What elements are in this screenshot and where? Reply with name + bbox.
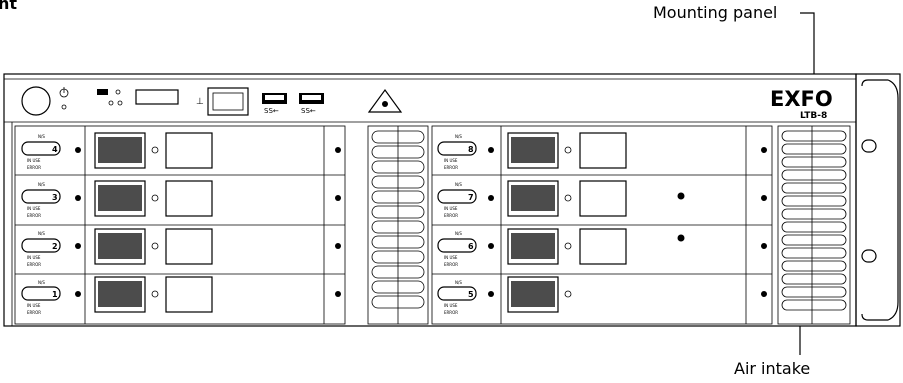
module-window <box>579 180 627 217</box>
led-label-in-use: IN USE <box>27 158 41 163</box>
led-label-error: ERROR <box>444 165 458 170</box>
ethernet-port[interactable] <box>207 87 249 116</box>
led-label-ns: N/S <box>38 134 45 139</box>
control-strip: ⊥ SS← SS← EXFO LTB-8 <box>21 86 833 121</box>
led-label-ns: N/S <box>38 231 45 236</box>
led-label-in-use: IN USE <box>27 206 41 211</box>
led-label-in-use: IN USE <box>444 255 458 260</box>
led-label-ns: N/S <box>38 182 45 187</box>
led-label-error: ERROR <box>27 310 41 315</box>
right-module-bay: N/S 8 IN USE ERROR N/S 7 IN USE ERROR <box>431 125 773 325</box>
usb-icon: SS← <box>301 107 316 115</box>
module-window <box>165 180 213 217</box>
slot-number: 8 <box>468 145 474 154</box>
module-slot[interactable]: N/S 6 IN USE ERROR <box>432 228 772 275</box>
connector-block[interactable] <box>94 228 146 265</box>
slot-release-button[interactable] <box>21 238 61 253</box>
slot-number: 3 <box>52 193 58 202</box>
module-window <box>165 228 213 265</box>
section-title-fragment: nt <box>0 0 18 13</box>
connector-block[interactable] <box>507 276 559 313</box>
mounting-hole <box>861 139 877 153</box>
slot-release-button[interactable] <box>437 141 477 156</box>
air-intake-callout: Air intake <box>734 359 811 378</box>
led-label-error: ERROR <box>444 262 458 267</box>
slot-number: 1 <box>52 290 58 299</box>
slot-number: 6 <box>468 242 474 251</box>
led-label-error: ERROR <box>27 262 41 267</box>
module-window <box>165 276 213 313</box>
connector-block[interactable] <box>94 132 146 169</box>
mounting-panel-leader <box>800 12 815 74</box>
led-label-error: ERROR <box>444 213 458 218</box>
slot-release-button[interactable] <box>21 141 61 156</box>
slot-number: 5 <box>468 290 474 299</box>
led-label-error: ERROR <box>27 213 41 218</box>
center-vent-grille <box>367 125 429 325</box>
slot-release-button[interactable] <box>437 286 477 301</box>
module-slot[interactable]: N/S 8 IN USE ERROR <box>432 132 772 176</box>
module-window <box>579 228 627 265</box>
slot-release-button[interactable] <box>21 286 61 301</box>
power-button[interactable] <box>21 86 51 116</box>
model-label: LTB-8 <box>800 111 827 121</box>
led-label-ns: N/S <box>455 182 462 187</box>
rack-handle[interactable] <box>861 79 899 321</box>
laser-warning-icon <box>367 88 403 113</box>
status-led <box>115 89 121 95</box>
led-label-error: ERROR <box>444 310 458 315</box>
led-label-ns: N/S <box>455 280 462 285</box>
module-slot[interactable]: N/S 3 IN USE ERROR <box>15 180 345 226</box>
led-label-in-use: IN USE <box>444 206 458 211</box>
led-label-error: ERROR <box>27 165 41 170</box>
mounting-hole <box>861 249 877 263</box>
module-slot[interactable]: N/S 4 IN USE ERROR <box>15 132 345 176</box>
slot-release-button[interactable] <box>437 238 477 253</box>
slot-release-button[interactable] <box>437 189 477 204</box>
module-slot[interactable]: N/S 5 IN USE ERROR <box>437 276 767 315</box>
module-window <box>165 132 213 169</box>
display-window <box>135 89 179 105</box>
power-led <box>61 104 67 110</box>
module-slot[interactable]: N/S 7 IN USE ERROR <box>432 180 772 226</box>
slot-number: 4 <box>52 145 58 154</box>
mounting-panel-callout: Mounting panel <box>653 3 778 22</box>
slot-release-button[interactable] <box>21 189 61 204</box>
air-intake-grille <box>777 125 851 325</box>
module-slot[interactable]: N/S 1 IN USE ERROR <box>21 276 341 315</box>
slot-number: 2 <box>52 242 58 251</box>
led-label-in-use: IN USE <box>444 158 458 163</box>
left-module-bay: N/S 4 IN USE ERROR N/S 3 IN USE ERROR <box>14 125 346 325</box>
led-label-ns: N/S <box>38 280 45 285</box>
brand-logo: EXFO <box>770 87 833 111</box>
slot-number: 7 <box>468 193 474 202</box>
led-label-in-use: IN USE <box>27 303 41 308</box>
connector-block[interactable] <box>507 132 559 169</box>
led-label-in-use: IN USE <box>27 255 41 260</box>
led-label-ns: N/S <box>455 134 462 139</box>
ethernet-icon: ⊥ <box>196 97 204 107</box>
led-label-ns: N/S <box>455 231 462 236</box>
connector-block[interactable] <box>507 228 559 265</box>
module-window <box>579 132 627 169</box>
mounting-panel <box>855 73 901 327</box>
mounting-screw <box>677 234 685 242</box>
usb-icon: SS← <box>264 107 279 115</box>
led-label-in-use: IN USE <box>444 303 458 308</box>
connector-block[interactable] <box>94 276 146 313</box>
micro-usb-port[interactable] <box>97 89 108 95</box>
connector-block[interactable] <box>507 180 559 217</box>
module-slot[interactable]: N/S 2 IN USE ERROR <box>15 228 345 275</box>
mounting-screw <box>677 192 685 200</box>
connector-block[interactable] <box>94 180 146 217</box>
